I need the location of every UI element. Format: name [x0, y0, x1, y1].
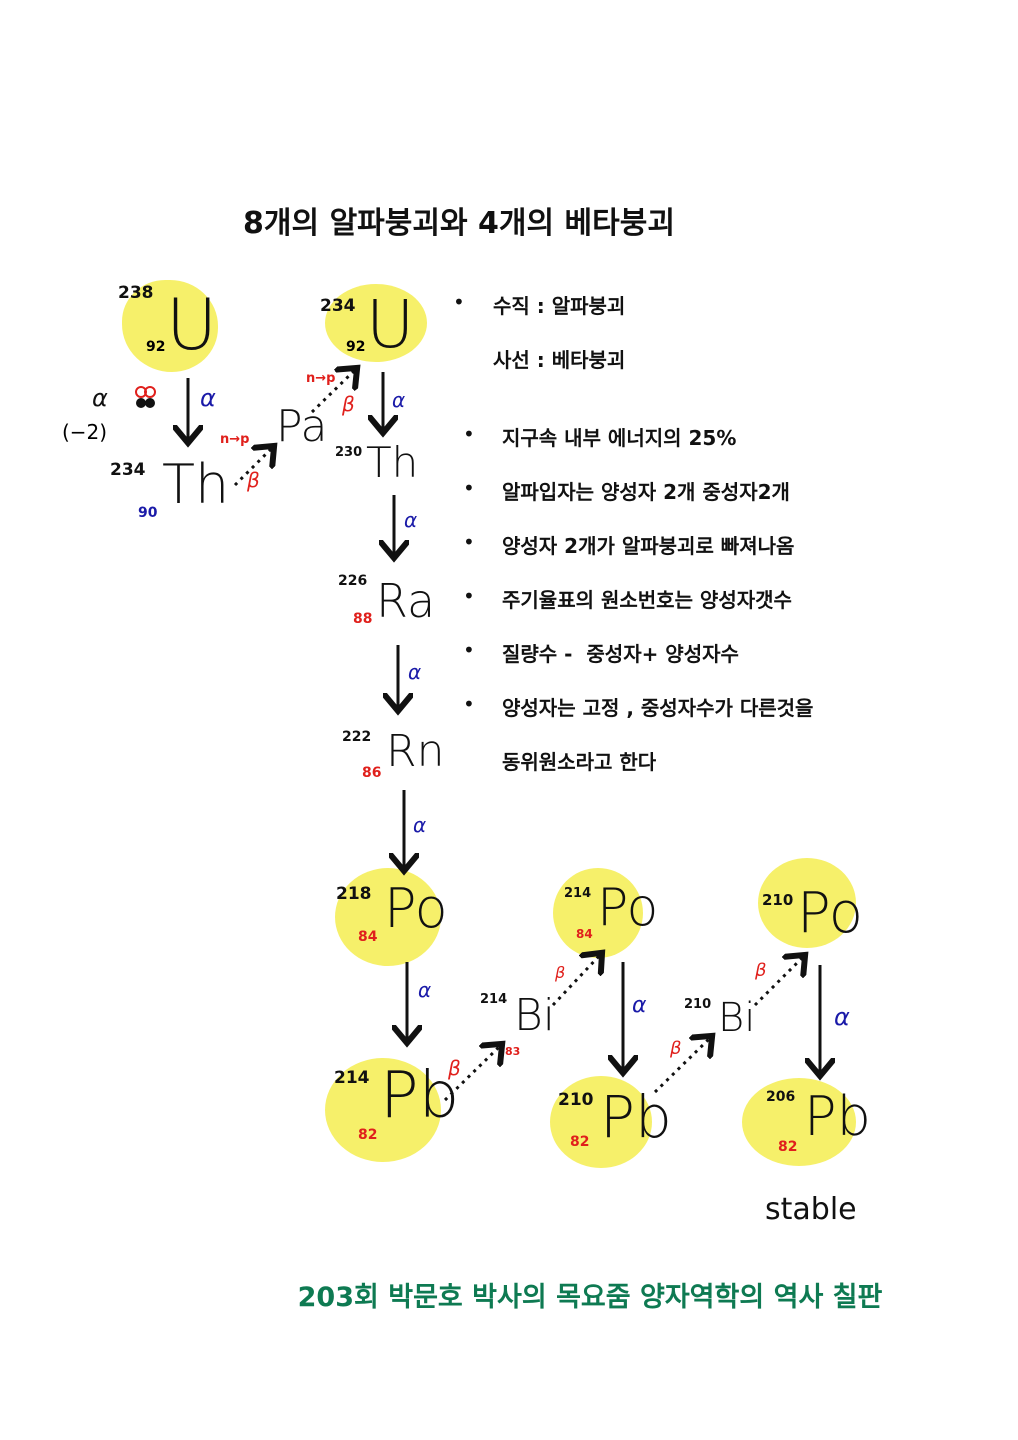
highlight-pb214	[325, 1058, 441, 1162]
bullet-icon: •	[463, 476, 475, 500]
charge-note: (−2)	[62, 420, 108, 444]
bullet-icon: •	[463, 584, 475, 608]
rn222-z: 86	[362, 765, 382, 781]
bullet-text: 질량수 - 중성자+ 양성자수	[502, 642, 739, 666]
bullet-icon: •	[453, 290, 465, 314]
rn222-mass: 222	[342, 729, 372, 745]
bullet-text-continued: 동위원소라고 한다	[502, 750, 657, 774]
th230-symbol: Th	[366, 438, 419, 487]
u234-mass: 234	[320, 296, 356, 316]
beta-label: β	[755, 960, 767, 981]
th234-symbol: Th	[162, 453, 230, 516]
alpha-label: α	[632, 993, 647, 1018]
highlight-pb210	[550, 1076, 652, 1168]
po218-mass: 218	[336, 884, 372, 904]
bi214-mass: 214	[480, 992, 508, 1007]
footer-caption: 203회 박문호 박사의 목요줌 양자역학의 역사 칠판	[297, 1282, 883, 1313]
alpha-label: α	[200, 384, 216, 412]
alpha-label: α	[392, 388, 406, 412]
bullet-text: 주기율표의 원소번호는 양성자갯수	[502, 588, 792, 612]
ra226-symbol: Ra	[376, 574, 436, 628]
u238-symbol: U	[166, 284, 218, 366]
beta-label: β	[555, 963, 566, 982]
bullet-icon: •	[463, 530, 475, 554]
alpha-particle-icon	[135, 386, 156, 408]
highlight-u238	[122, 280, 218, 372]
pb206-z: 82	[778, 1139, 798, 1155]
u238-mass: 238	[118, 283, 154, 303]
pa-symbol: Pa	[276, 401, 328, 452]
bi214-z: 83	[505, 1045, 521, 1058]
bullet-icon: •	[463, 692, 475, 716]
beta-arrow	[551, 955, 600, 1007]
pb214-mass: 214	[334, 1068, 370, 1088]
pb210-mass: 210	[558, 1090, 594, 1110]
bullet-text: 알파입자는 양성자 2개 중성자2개	[502, 480, 790, 504]
po210-symbol: Po	[797, 881, 864, 946]
beta-arrow	[310, 370, 355, 414]
pb214-z: 82	[358, 1127, 378, 1143]
highlight-po214	[553, 868, 643, 958]
po214-symbol: Po	[597, 878, 659, 938]
beta-arrow	[653, 1038, 710, 1094]
po214-z: 84	[576, 927, 593, 941]
highlight-po210	[758, 858, 856, 948]
pb206-mass: 206	[766, 1089, 796, 1105]
alpha-label: α	[413, 813, 427, 837]
highlight-pb206	[742, 1078, 856, 1166]
alpha-label: α	[418, 978, 432, 1002]
po214-mass: 214	[564, 886, 592, 901]
u238-z: 92	[146, 339, 166, 355]
rn222-symbol: Rn	[386, 726, 445, 777]
pb206-symbol: Pb	[804, 1085, 871, 1148]
highlight-u234	[325, 284, 427, 362]
bullet-text: 양성자 2개가 알파붕괴로 빠져나옴	[502, 534, 795, 558]
pb210-symbol: Pb	[600, 1083, 672, 1151]
bi214-symbol: Bi	[514, 990, 556, 1041]
bullet-icon: •	[463, 638, 475, 662]
pb214-symbol: Pb	[380, 1059, 460, 1133]
alpha-label: α	[408, 660, 422, 684]
bullet-text: 지구속 내부 에너지의 25%	[502, 426, 737, 450]
beta-arrow	[233, 448, 272, 487]
stable-label: stable	[765, 1192, 857, 1227]
bullet-icon: •	[463, 422, 475, 446]
n-to-p-label: n→p	[220, 432, 250, 447]
u234-symbol: U	[366, 286, 415, 363]
th230-mass: 230	[335, 445, 363, 460]
ra226-mass: 226	[338, 573, 368, 589]
alpha-label: α	[404, 508, 418, 532]
u234-z: 92	[346, 339, 366, 355]
beta-arrow	[753, 957, 803, 1007]
po218-symbol: Po	[384, 877, 448, 940]
n-to-p-label: n→p	[306, 371, 336, 386]
th234-mass: 234	[110, 460, 146, 480]
th234-z: 90	[138, 505, 158, 521]
legend-vertical: 수직 : 알파붕괴	[493, 294, 626, 318]
beta-label: β	[247, 468, 260, 492]
page-title: 8개의 알파붕괴와 4개의 베타붕괴	[243, 206, 675, 241]
beta-label: β	[670, 1038, 682, 1059]
pb210-z: 82	[570, 1134, 590, 1150]
highlight-po218	[335, 868, 441, 966]
po210-mass: 210	[762, 891, 794, 909]
beta-label: β	[342, 392, 355, 416]
alpha-particle-label: α	[92, 384, 108, 412]
ra226-z: 88	[353, 611, 373, 627]
alpha-label: α	[834, 1003, 850, 1031]
bullet-text: 양성자는 고정 , 중성자수가 다른것을	[502, 696, 814, 720]
bi210-symbol: Bi	[718, 995, 756, 1041]
legend-diagonal: 사선 : 베타붕괴	[493, 348, 626, 372]
po218-z: 84	[358, 929, 378, 945]
beta-arrow	[443, 1046, 500, 1102]
beta-label: β	[448, 1056, 461, 1080]
bi210-mass: 210	[684, 997, 712, 1012]
